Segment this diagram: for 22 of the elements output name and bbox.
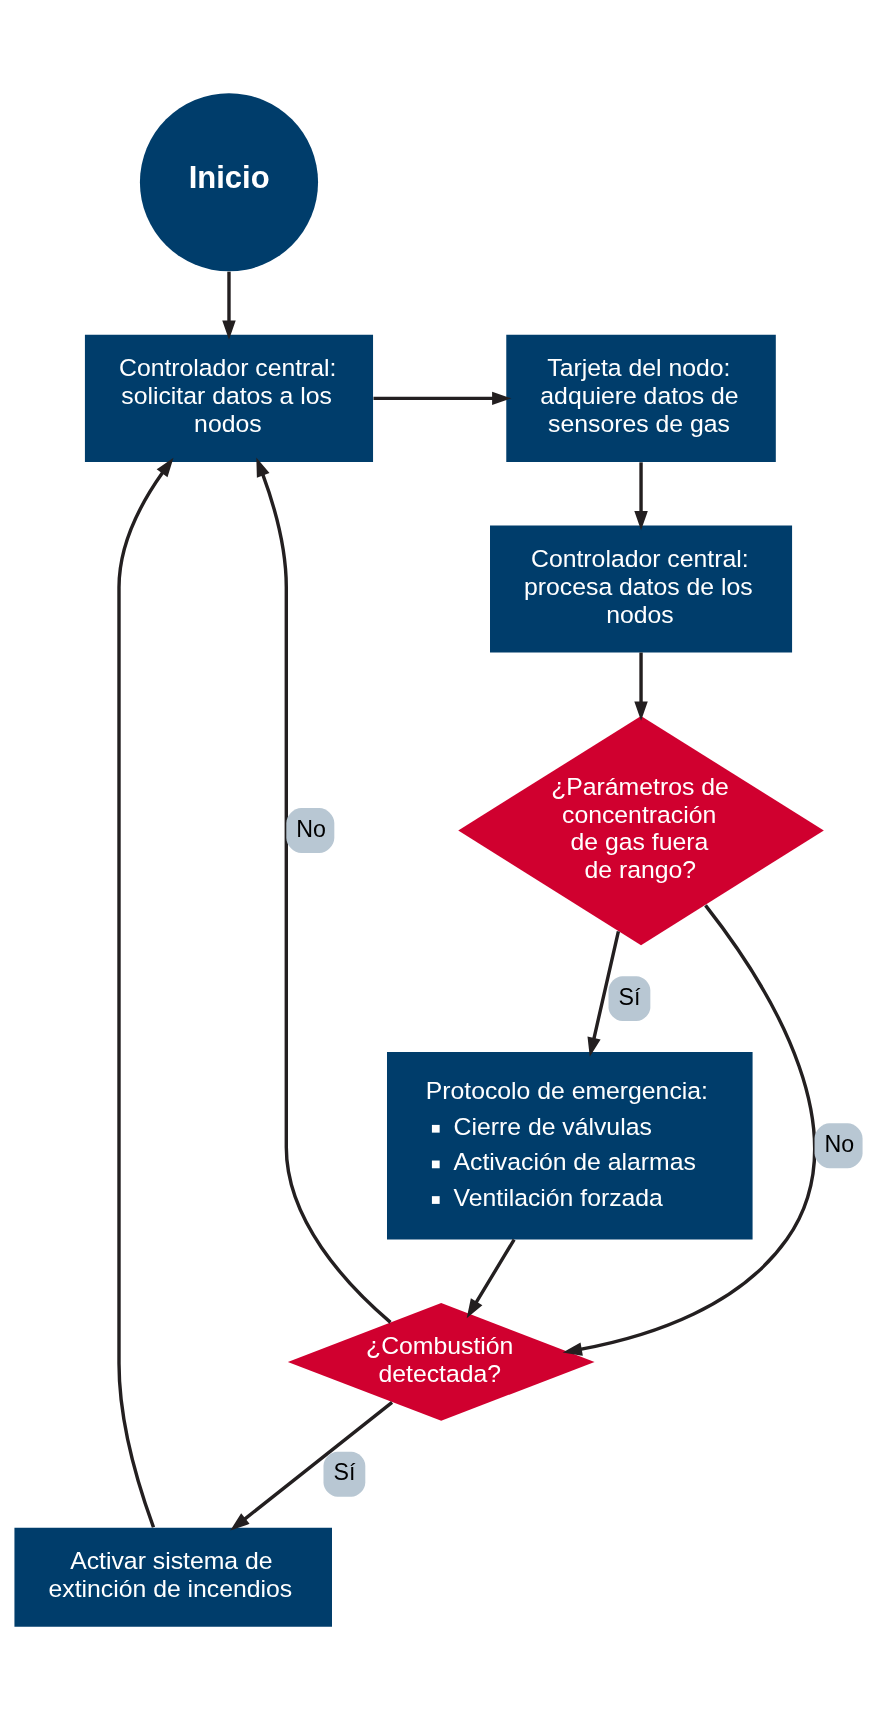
node-box: Controlador central: solicitar datos a los nodos: [84, 334, 374, 462]
arrow: [256, 457, 392, 1324]
arrow: [466, 1238, 516, 1319]
node-diamond: ¿Parámetros de concentración de gas fuera de rango?: [458, 715, 824, 946]
arrow: [222, 271, 236, 340]
node-box: Controlador central: procesa datos de los nodos: [490, 525, 793, 653]
arrow: [634, 462, 648, 531]
node-box: Activar sistema de extinción de incendios: [14, 1527, 332, 1627]
node-circle: Inicio: [139, 93, 319, 272]
node-box: Tarjeta del nodo: adquiere datos de sensores de gas: [506, 334, 776, 462]
arrow: [634, 652, 648, 721]
arrow: [117, 457, 174, 1528]
edge-label: No: [824, 1131, 855, 1158]
node-diamond: ¿Combustión detectada?: [287, 1303, 595, 1421]
edge-label: No: [296, 815, 327, 842]
arrow: [587, 930, 621, 1057]
edge-label: Sí: [333, 1459, 356, 1486]
arrow: [562, 904, 817, 1356]
arrow: [230, 1401, 394, 1531]
node-box: Protocolo de emergencia: Cierre de válvulas Activación de alarmas Ventilación forzada: [387, 1052, 753, 1240]
arrow: [373, 391, 512, 406]
edge-label: Sí: [618, 983, 641, 1010]
